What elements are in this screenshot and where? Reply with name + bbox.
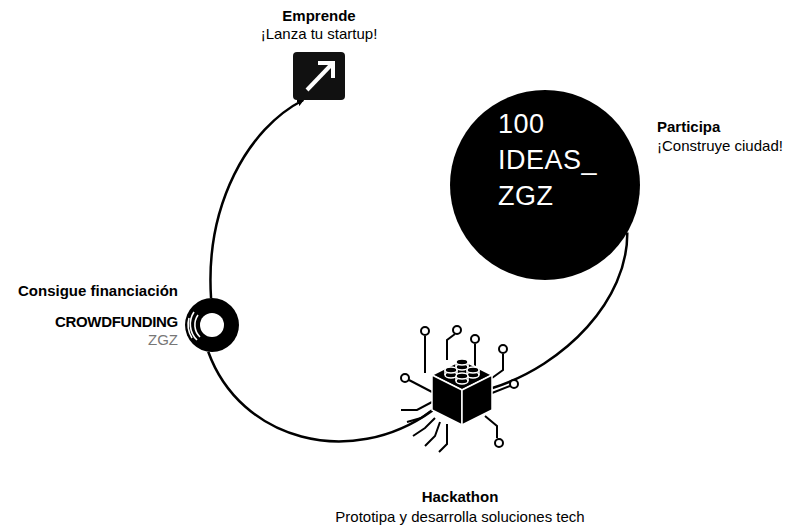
square-node: Emprende¡Lanza tu startup! [293, 52, 345, 100]
cycle-connector [208, 352, 432, 442]
node-title: Hackathon [422, 488, 499, 506]
ring-icon [185, 298, 239, 352]
node-text: ¡Construye ciudad! [657, 137, 783, 155]
ring-node: Consigue financiaciónCROWDFUNDINGZGZ [185, 298, 239, 352]
cycle-connector [210, 100, 303, 298]
node-text: ¡Lanza tu startup! [261, 25, 378, 43]
node-text: CROWDFUNDING [55, 313, 178, 331]
cube-icon [395, 318, 520, 458]
node-title: Consigue financiación [18, 282, 178, 300]
node-text: Prototipa y desarrolla soluciones tech [335, 508, 584, 526]
node-title: Emprende [282, 7, 355, 25]
square-icon [293, 52, 345, 100]
node-text: Participa [657, 118, 720, 136]
circle-node: 100 IDEAS_ ZGZParticipa¡Construye ciudad… [450, 90, 640, 280]
cube-node: HackathonPrototipa y desarrolla solucion… [395, 318, 520, 458]
node-title: 100 IDEAS_ ZGZ [498, 107, 608, 215]
node-text: ZGZ [148, 331, 178, 349]
